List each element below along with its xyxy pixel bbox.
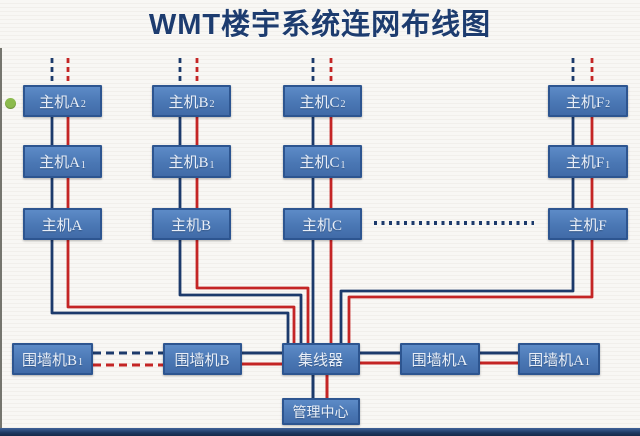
riser-b-navy [178,85,303,345]
node-label-subscript: 2 [340,99,346,110]
node-host-b: 主机B [152,208,231,240]
node-label-subscript: 1 [78,357,83,368]
node-label-subscript: 2 [209,99,215,110]
node-label-subscript: 2 [80,99,86,110]
riser-f-red [347,85,594,345]
riser-a-navy [50,85,290,345]
node-host-a: 主机A [23,208,102,240]
node-label-subscript: 1 [584,357,590,368]
node-label: 主机C [301,217,342,234]
riser-b-red [195,85,310,345]
node-label: 集线器 [297,352,343,369]
node-label-subscript: 1 [209,160,215,171]
node-label: 主机A [41,217,83,234]
node-label: 主机A [39,94,80,111]
bottom-bar [0,428,640,436]
green-dot-icon [5,98,16,109]
riser-a-red [66,85,296,345]
node-label: 主机F [565,155,605,171]
node-label: 围墙机B [174,352,230,369]
riser-f-navy [339,85,575,345]
node-hub: 集线器 [282,343,360,375]
node-label-subscript: 1 [80,160,86,171]
node-label: 主机C [299,94,340,111]
node-label: 主机B [170,217,211,234]
diagram-title: WMT楼宇系统连网布线图 [148,9,492,41]
node-label: 围墙机A [411,352,468,369]
node-label: 主机F [568,217,607,234]
node-host-f: 主机F [548,208,628,240]
node-wallunit-a: 围墙机A [400,343,480,375]
node-host-c: 主机C [283,208,362,240]
node-label: 主机B [168,94,209,111]
node-wallunit-b: 围墙机B [163,343,242,375]
node-label: 主机B [168,155,209,171]
node-label: 围墙机A [528,352,584,369]
node-label: 主机F [565,94,605,111]
node-label-subscript: 2 [605,99,611,110]
node-label: 主机A [39,155,80,171]
left-edge-border [0,48,2,430]
node-label-subscript: 1 [605,160,611,171]
node-label: 围墙机B [21,352,77,369]
bottom-connectors [93,351,518,398]
node-management-center: 管理中心 [282,398,360,425]
node-label-subscript: 1 [340,160,346,171]
node-label: 主机C [299,155,340,171]
node-label: 管理中心 [292,405,349,421]
